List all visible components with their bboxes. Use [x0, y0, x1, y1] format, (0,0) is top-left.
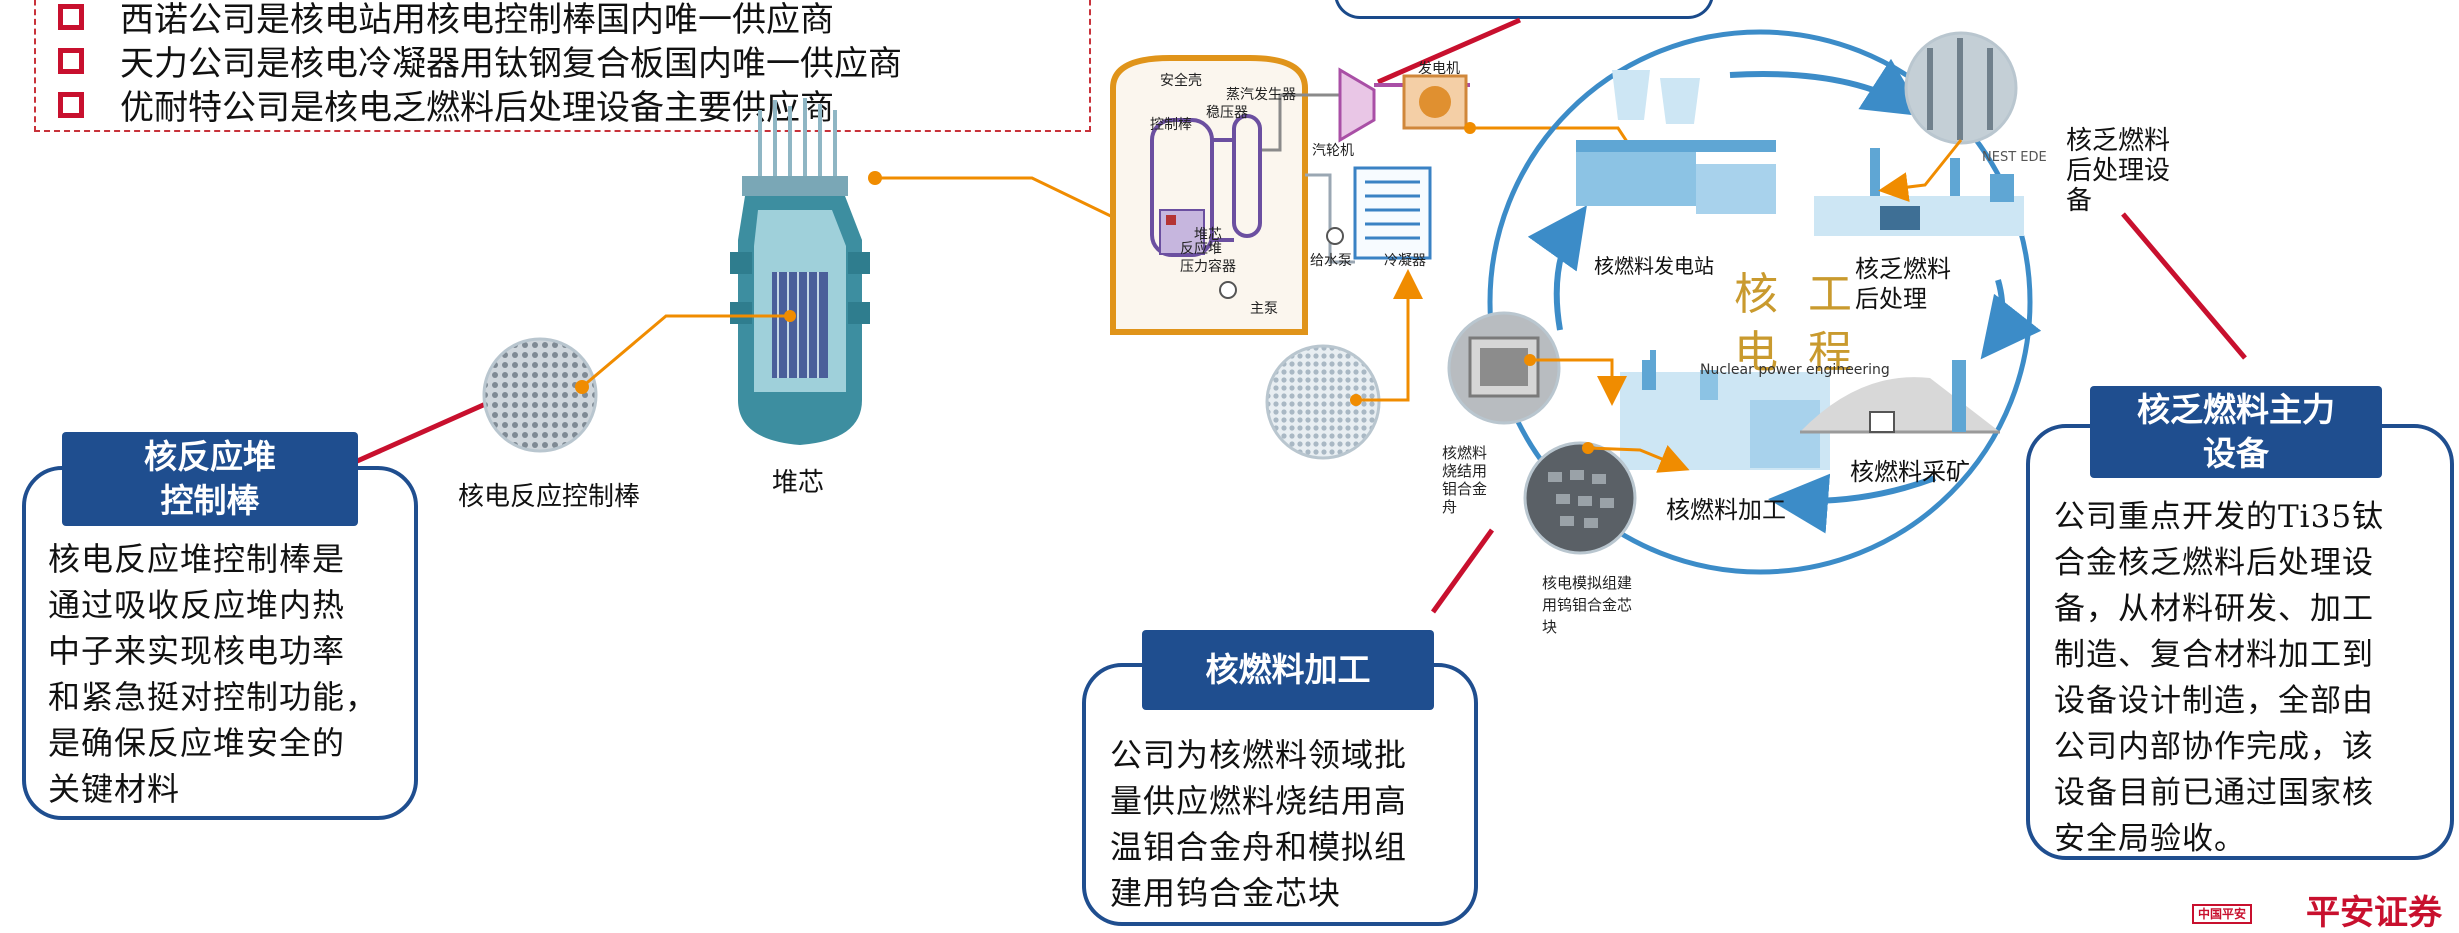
diagram-label: 发电机	[1418, 61, 1460, 77]
fuel-mining-label: 核燃料采矿	[1850, 458, 1970, 486]
diagram-label: 堆芯	[1194, 227, 1222, 243]
bullet-square-icon	[58, 91, 84, 118]
spent-fuel-equipment-label: 核乏燃料后处理设备	[2066, 126, 2171, 216]
diagram-label: 反应堆压力容器	[1180, 241, 1236, 275]
leader-dot	[1582, 442, 1594, 454]
diagram-label: 冷凝器	[1384, 253, 1426, 269]
control-rod-card-text: 核电反应堆控制棒是 通过吸收反应堆内热 中子来实现核电功率 和紧急挺对控制功能，…	[48, 540, 379, 808]
bullet-text: 西诺公司是核电站用核电控制棒国内唯一供应商	[120, 0, 834, 40]
orange-leader	[875, 176, 1151, 237]
bullet-item: 优耐特公司是核电乏燃料后处理设备主要供应商	[58, 80, 834, 129]
reactor-core-illustration	[730, 98, 870, 445]
spent-fuel-card-title: 核乏燃料主力设备	[2090, 386, 2382, 478]
diagram-label: 稳压器	[1206, 105, 1248, 121]
leader-dot	[575, 380, 589, 394]
power-station-illustration	[1576, 70, 1776, 214]
control-rod-photo	[482, 337, 598, 453]
connector-line	[1430, 528, 1495, 614]
condenser-plate-photo	[1265, 344, 1381, 460]
center-title-line1: 核 工	[1734, 269, 1860, 320]
bullet-square-icon	[58, 3, 84, 30]
diagram-label: 蒸汽发生器	[1226, 87, 1296, 103]
sinter-boat-label: 核燃料烧结用钼合金舟	[1442, 444, 1488, 516]
leader-dot	[1464, 122, 1476, 134]
bullet-text: 天力公司是核电冷凝器用钛钢复合板国内唯一供应商	[120, 44, 902, 84]
orange-leader	[581, 314, 790, 389]
cycle-arrow	[1527, 205, 1587, 331]
cycle-arrow	[1729, 58, 1926, 117]
bullet-item: 天力公司是核电冷凝器用钛钢复合板国内唯一供应商	[58, 36, 902, 85]
diagram-label: 主泵	[1250, 301, 1278, 317]
nuclear-plant-schematic	[1110, 55, 1470, 335]
bullet-square-icon	[58, 47, 84, 74]
cycle-arrow	[1980, 279, 2042, 360]
fuel-processing-illustration	[1620, 350, 1830, 470]
fuel-processing-card-title: 核燃料加工	[1142, 630, 1434, 710]
diagram-label: 控制棒	[1150, 117, 1192, 133]
cycle-arrow	[1768, 473, 1937, 534]
logo-box: 中国平安	[2192, 904, 2253, 924]
connector-line	[353, 399, 492, 465]
reprocessing-plant-illustration	[1814, 148, 2024, 236]
watermark-text: NEST EDE	[1982, 150, 2047, 165]
control-rod-label: 核电反应控制棒	[458, 482, 641, 512]
fuel-processing-card-text: 公司为核燃料领域批 量供应燃料烧结用高 温钼合金舟和模拟组 建用钨合金芯块	[1110, 736, 1408, 912]
leader-dot	[868, 171, 882, 185]
orange-leader	[1587, 445, 1690, 473]
bullet-text: 优耐特公司是核电乏燃料后处理设备主要供应商	[120, 88, 834, 128]
spent-fuel-card-text: 公司重点开发的Ti35钛 合金核乏燃料后处理设 备，从材料研发、加工 制造、复合…	[2054, 499, 2385, 857]
logo-text: 平安证券	[2306, 893, 2442, 933]
bullet-item: 西诺公司是核电站用核电控制棒国内唯一供应商	[58, 0, 834, 41]
connector-line	[2121, 212, 2247, 360]
leader-dot	[784, 310, 796, 322]
center-title-english: Nuclear power engineering	[1700, 362, 1890, 378]
orange-leader	[1530, 358, 1627, 406]
tungsten-block-label: 核电模拟组建用钨钼合金芯块	[1542, 574, 1633, 636]
orange-leader	[1878, 139, 1963, 202]
control-rod-card-title: 核反应堆控制棒	[62, 432, 358, 526]
leader-dot	[1524, 354, 1536, 366]
supplier-bullet-box	[34, 0, 1091, 132]
reprocessing-label: 核乏燃料后处理	[1855, 255, 1951, 313]
core-label: 堆芯	[772, 468, 825, 498]
fuel-processing-label: 核燃料加工	[1666, 496, 1786, 524]
mining-illustration	[1800, 360, 2000, 434]
diagram-label: 安全壳	[1160, 73, 1202, 89]
orange-leader	[1356, 269, 1423, 402]
power-station-label: 核燃料发电站	[1594, 254, 1714, 278]
leader-dot	[1350, 394, 1362, 406]
diagram-label: 汽轮机	[1312, 143, 1354, 159]
diagram-label: 给水泵	[1310, 253, 1352, 269]
connector-line	[1376, 17, 1522, 85]
spent-fuel-card	[2026, 424, 2454, 860]
center-title-line2: 电 程	[1734, 327, 1860, 378]
